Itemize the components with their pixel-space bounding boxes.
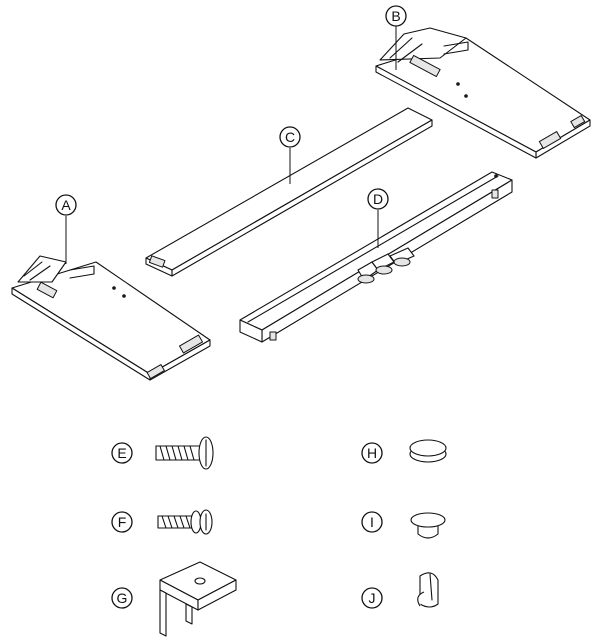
part-a-side-panel <box>11 255 211 381</box>
label-c-text: C <box>285 129 295 145</box>
label-a: A <box>55 194 77 216</box>
part-j-hook <box>417 572 439 608</box>
label-i: I <box>361 511 383 533</box>
part-e-screw <box>155 436 214 470</box>
label-e-text: E <box>117 445 126 461</box>
part-d-pedal-unit <box>239 171 513 343</box>
label-f-text: F <box>118 514 127 530</box>
part-g-bracket <box>159 561 237 637</box>
label-h: H <box>361 442 383 464</box>
label-j-text: J <box>369 590 376 606</box>
label-g: G <box>111 587 133 609</box>
label-i-text: I <box>370 514 374 530</box>
part-b-side-panel <box>375 27 591 159</box>
part-f-screw <box>157 509 213 535</box>
label-e: E <box>111 442 133 464</box>
label-b: B <box>385 5 407 27</box>
part-h-cap <box>409 439 447 463</box>
label-j: J <box>361 587 383 609</box>
label-h-text: H <box>367 445 377 461</box>
label-a-text: A <box>61 197 71 213</box>
label-d-text: D <box>373 191 383 207</box>
label-c: C <box>279 126 301 148</box>
part-i-plug <box>410 512 446 539</box>
label-f: F <box>111 511 133 533</box>
label-b-text: B <box>391 8 400 24</box>
label-g-text: G <box>117 590 128 606</box>
label-d: D <box>367 188 389 210</box>
part-c-back-board <box>145 107 433 277</box>
